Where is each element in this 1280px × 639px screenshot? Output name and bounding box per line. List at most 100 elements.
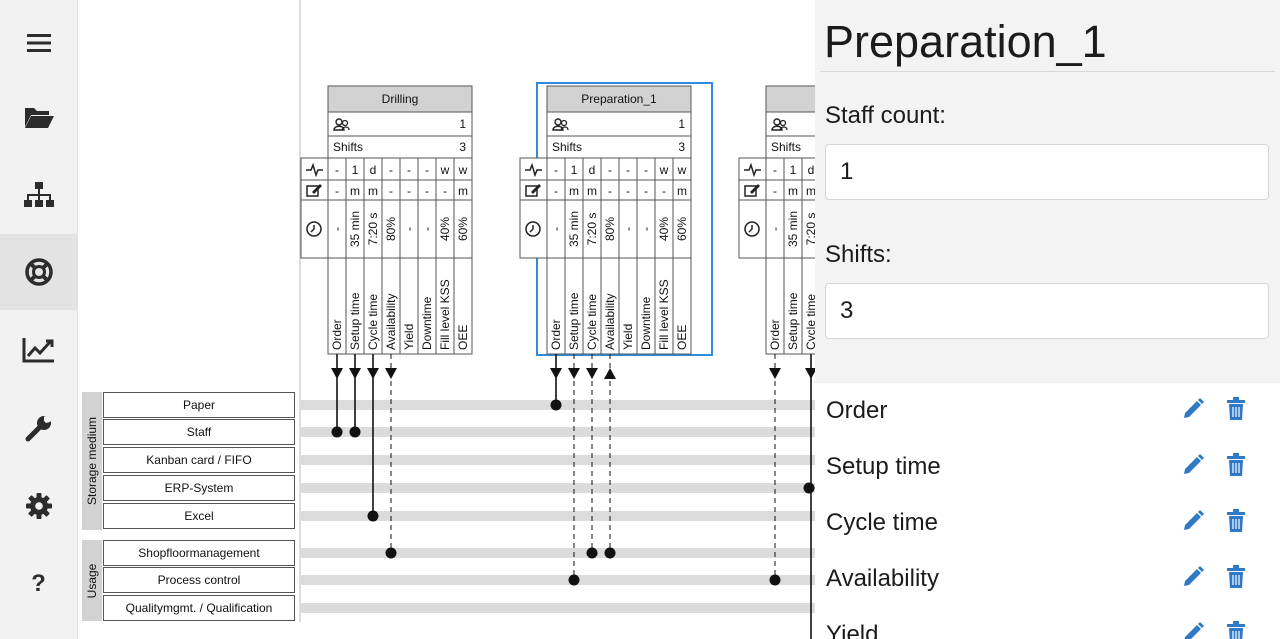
process-0-header[interactable] bbox=[327, 85, 473, 113]
sidebar-item-menu[interactable] bbox=[0, 5, 77, 81]
arrow-down-icon bbox=[385, 368, 397, 379]
entry-cell: - bbox=[443, 184, 447, 198]
kpi-list-item[interactable]: Availability bbox=[815, 551, 1280, 608]
delete-button[interactable] bbox=[1222, 451, 1250, 479]
entry-cell: - bbox=[335, 184, 339, 198]
delete-button[interactable] bbox=[1222, 619, 1250, 639]
column-label: Setup time bbox=[348, 292, 362, 350]
row-label-box[interactable] bbox=[103, 447, 295, 473]
kpi-list-item[interactable]: Cycle time bbox=[815, 495, 1280, 552]
kpi-list-item[interactable]: Yield bbox=[815, 607, 1280, 639]
delete-button[interactable] bbox=[1222, 507, 1250, 535]
process-2-staff-row[interactable] bbox=[765, 111, 815, 137]
edit-button[interactable] bbox=[1179, 451, 1207, 479]
row-band bbox=[300, 603, 815, 613]
kpi-list-item[interactable]: Setup time bbox=[815, 439, 1280, 496]
wrench-icon bbox=[25, 413, 53, 442]
value-cell: 60% bbox=[456, 217, 470, 241]
process-1-header[interactable] bbox=[546, 85, 692, 113]
shifts-input[interactable] bbox=[825, 283, 1269, 339]
trash-icon bbox=[1227, 621, 1245, 639]
folder-open-icon bbox=[24, 108, 54, 128]
divider bbox=[820, 71, 1275, 72]
edit-button[interactable] bbox=[1179, 395, 1207, 423]
row-label-box[interactable] bbox=[103, 392, 295, 418]
interval-cell: w bbox=[440, 163, 450, 177]
value-cell: 35 min bbox=[786, 211, 800, 247]
entry-cell: m bbox=[587, 184, 597, 198]
trash-icon bbox=[1227, 397, 1245, 420]
shifts-label: Shifts bbox=[333, 140, 363, 154]
row-label-box[interactable] bbox=[103, 503, 295, 529]
connector-dot[interactable] bbox=[349, 426, 361, 438]
sidebar-item-help-support[interactable] bbox=[0, 234, 77, 310]
column-label: Downtime bbox=[420, 296, 434, 350]
arrow-down-icon bbox=[367, 368, 379, 379]
process-1-staff-row[interactable] bbox=[546, 111, 692, 137]
column-label: Downtime bbox=[639, 296, 653, 350]
column-label: Order bbox=[330, 319, 344, 350]
connector-dot[interactable] bbox=[604, 547, 616, 559]
sidebar-item-help[interactable]: ? bbox=[0, 546, 77, 622]
stopwatch-icon bbox=[525, 221, 541, 237]
interval-cell: - bbox=[407, 163, 411, 177]
sidebar-item-process-tree[interactable] bbox=[0, 157, 77, 233]
arrow-down-icon bbox=[550, 368, 562, 379]
pulse-icon bbox=[525, 162, 542, 178]
kpi-label: Order bbox=[826, 397, 888, 424]
row-label: Qualitymgmt. / Qualification bbox=[126, 601, 273, 615]
column-label: Availability bbox=[603, 294, 617, 350]
interval-cell: - bbox=[644, 163, 648, 177]
value-cell: - bbox=[549, 227, 563, 231]
kpi-label: Availability bbox=[826, 565, 939, 592]
staff-icon bbox=[333, 118, 350, 131]
shifts-label: Shifts bbox=[552, 140, 582, 154]
row-label: Excel bbox=[184, 509, 213, 523]
edit-button[interactable] bbox=[1179, 619, 1207, 639]
entry-cell: m bbox=[788, 184, 798, 198]
column-label: Setup time bbox=[567, 292, 581, 350]
kpi-list-item[interactable]: Order bbox=[815, 383, 1280, 440]
value-cell: - bbox=[420, 227, 434, 231]
sidebar-item-tools[interactable] bbox=[0, 390, 77, 466]
process-name: Drilling bbox=[382, 92, 419, 106]
connector-dot[interactable] bbox=[586, 547, 598, 559]
connector-dot[interactable] bbox=[568, 574, 580, 586]
row-band bbox=[300, 455, 815, 465]
pencil-icon bbox=[1184, 622, 1204, 639]
process-2-shifts-row[interactable] bbox=[765, 135, 815, 159]
sidebar-item-analytics[interactable] bbox=[0, 312, 77, 388]
value-cell: 80% bbox=[603, 217, 617, 241]
sidebar-item-open-file[interactable] bbox=[0, 79, 77, 155]
row-label-box[interactable] bbox=[103, 567, 295, 593]
process-2-header[interactable] bbox=[765, 85, 815, 113]
sidebar-item-settings[interactable] bbox=[0, 468, 77, 544]
usage-group-label: Usage bbox=[85, 563, 99, 598]
entry-cell: m bbox=[350, 184, 360, 198]
row-label-box[interactable] bbox=[103, 475, 295, 501]
row-label-box[interactable] bbox=[103, 595, 295, 621]
connector-dot[interactable] bbox=[385, 547, 397, 559]
staff-count-input[interactable] bbox=[825, 144, 1269, 200]
sidebar: ? bbox=[0, 0, 78, 639]
edit-button[interactable] bbox=[1179, 563, 1207, 591]
connector-dot[interactable] bbox=[331, 426, 343, 438]
row-label-box[interactable] bbox=[103, 540, 295, 566]
connector-dot[interactable] bbox=[769, 574, 781, 586]
row-label-box[interactable] bbox=[103, 419, 295, 445]
connector-dot[interactable] bbox=[803, 482, 815, 494]
delete-button[interactable] bbox=[1222, 395, 1250, 423]
row-label: Kanban card / FIFO bbox=[146, 453, 251, 467]
interval-cell: - bbox=[554, 163, 558, 177]
delete-button[interactable] bbox=[1222, 563, 1250, 591]
connector-dot[interactable] bbox=[550, 399, 562, 411]
connector-dot[interactable] bbox=[367, 510, 379, 522]
interval-cell: d bbox=[589, 163, 596, 177]
interval-cell: w bbox=[677, 163, 687, 177]
edit-button[interactable] bbox=[1179, 507, 1207, 535]
edit-icon bbox=[744, 184, 760, 197]
value-cell: 40% bbox=[657, 217, 671, 241]
process-0-staff-row[interactable] bbox=[327, 111, 473, 137]
